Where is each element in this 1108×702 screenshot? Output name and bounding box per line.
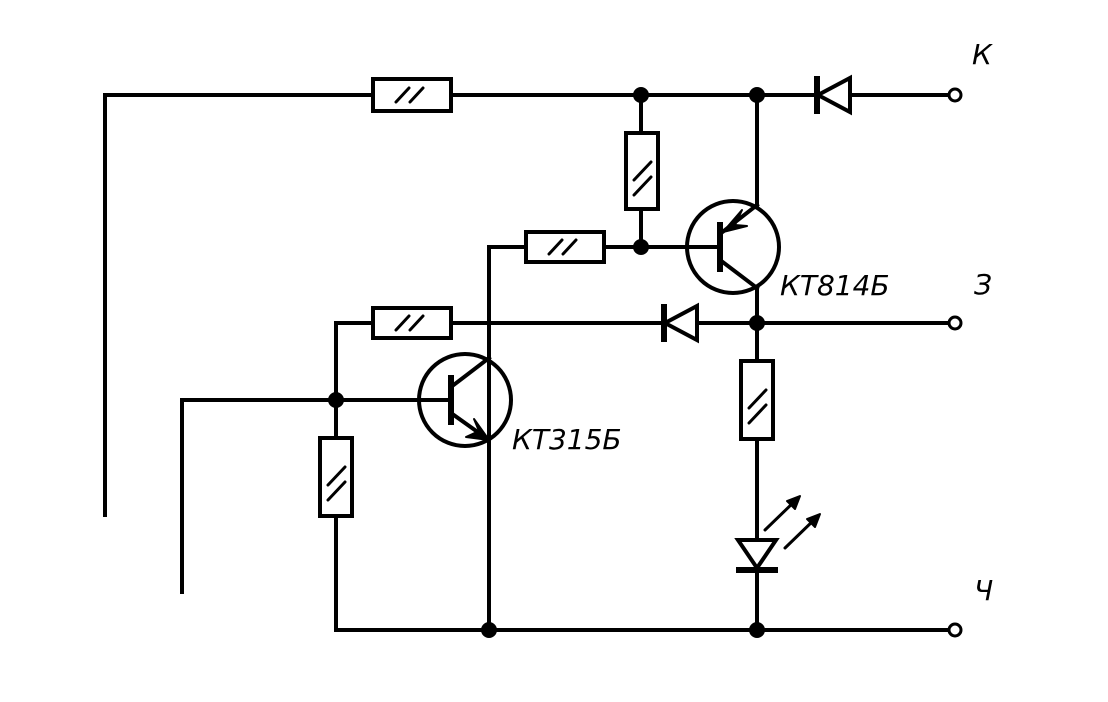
wires xyxy=(103,93,952,632)
diode-middle xyxy=(660,302,699,344)
resistor-r6 xyxy=(318,436,354,518)
resistor-r4 xyxy=(371,306,453,340)
label-terminal-k: К xyxy=(972,38,993,71)
resistor-r1 xyxy=(371,77,453,113)
upper-emitter-arrow xyxy=(722,209,748,233)
label-transistor-upper: КТ814Б xyxy=(780,269,890,302)
diode-top xyxy=(813,74,852,116)
resistor-r5 xyxy=(739,359,775,441)
resistors xyxy=(318,77,775,518)
label-terminal-ch: Ч xyxy=(974,574,993,607)
label-transistor-lower: КТ315Б xyxy=(512,423,622,456)
resistor-r2 xyxy=(624,131,660,211)
label-terminal-z: З xyxy=(974,268,992,301)
led-emission-arrows xyxy=(763,495,821,550)
junctions xyxy=(328,87,765,638)
transistor-upper-pnp xyxy=(685,199,781,295)
terminals xyxy=(947,87,963,638)
lower-emitter-arrow xyxy=(465,418,490,441)
led xyxy=(734,495,821,573)
transistor-lower-npn xyxy=(417,352,513,448)
terminal-z xyxy=(947,315,963,331)
resistor-r3 xyxy=(524,230,606,264)
terminal-ch xyxy=(947,622,963,638)
terminal-k xyxy=(947,87,963,103)
